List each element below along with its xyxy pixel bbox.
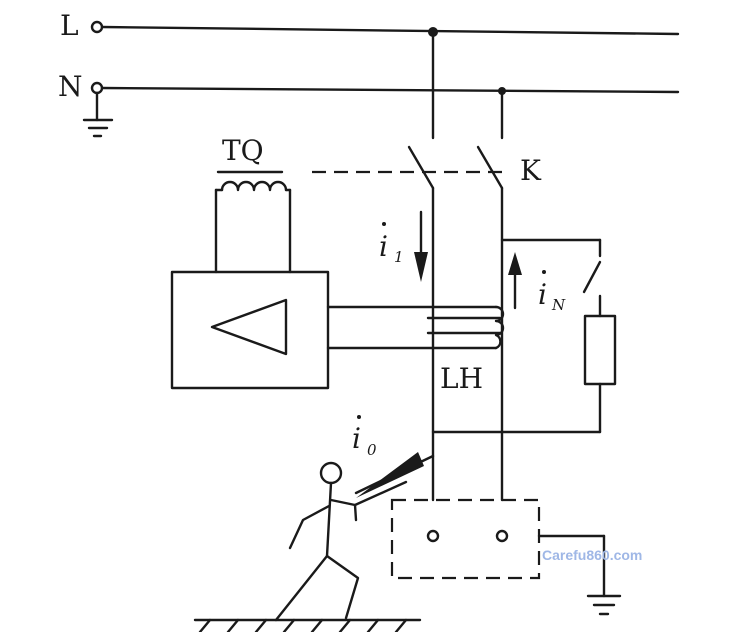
label-current-i0: i 0 [352, 415, 377, 459]
line-L-wire [90, 20, 680, 36]
svg-text:0: 0 [367, 441, 377, 459]
person-figure [274, 461, 408, 622]
test-circuit [431, 238, 617, 434]
leakage-current-arrow-i0 [354, 452, 435, 498]
amplifier-box [170, 270, 330, 390]
earth-hatch [193, 618, 422, 632]
current-transformer-lh [426, 305, 505, 350]
line-N-wire [90, 81, 680, 95]
label-transformer: LH [440, 362, 483, 395]
test-resistor [583, 314, 617, 386]
svg-text:i: i [379, 230, 388, 263]
svg-text:i: i [352, 422, 361, 455]
switch-k [407, 145, 504, 502]
svg-text:N: N [551, 296, 566, 314]
label-line-L: L [60, 9, 79, 42]
svg-text:1: 1 [394, 248, 404, 266]
current-arrow-i1 [414, 210, 428, 282]
trip-coil-tq [214, 170, 292, 274]
load-terminal-box [390, 498, 606, 598]
load-ground-symbol [586, 594, 622, 616]
label-current-iN: i N [538, 270, 566, 314]
label-line-N: N [58, 70, 83, 103]
label-current-i1: i 1 [379, 222, 404, 266]
label-switch: K [520, 154, 542, 187]
current-arrow-in [508, 252, 522, 310]
label-trip-coil: TQ [222, 134, 264, 167]
svg-text:i: i [538, 278, 547, 311]
neutral-ground-symbol [82, 91, 114, 138]
watermark-text: Carefu860.com [542, 547, 642, 563]
